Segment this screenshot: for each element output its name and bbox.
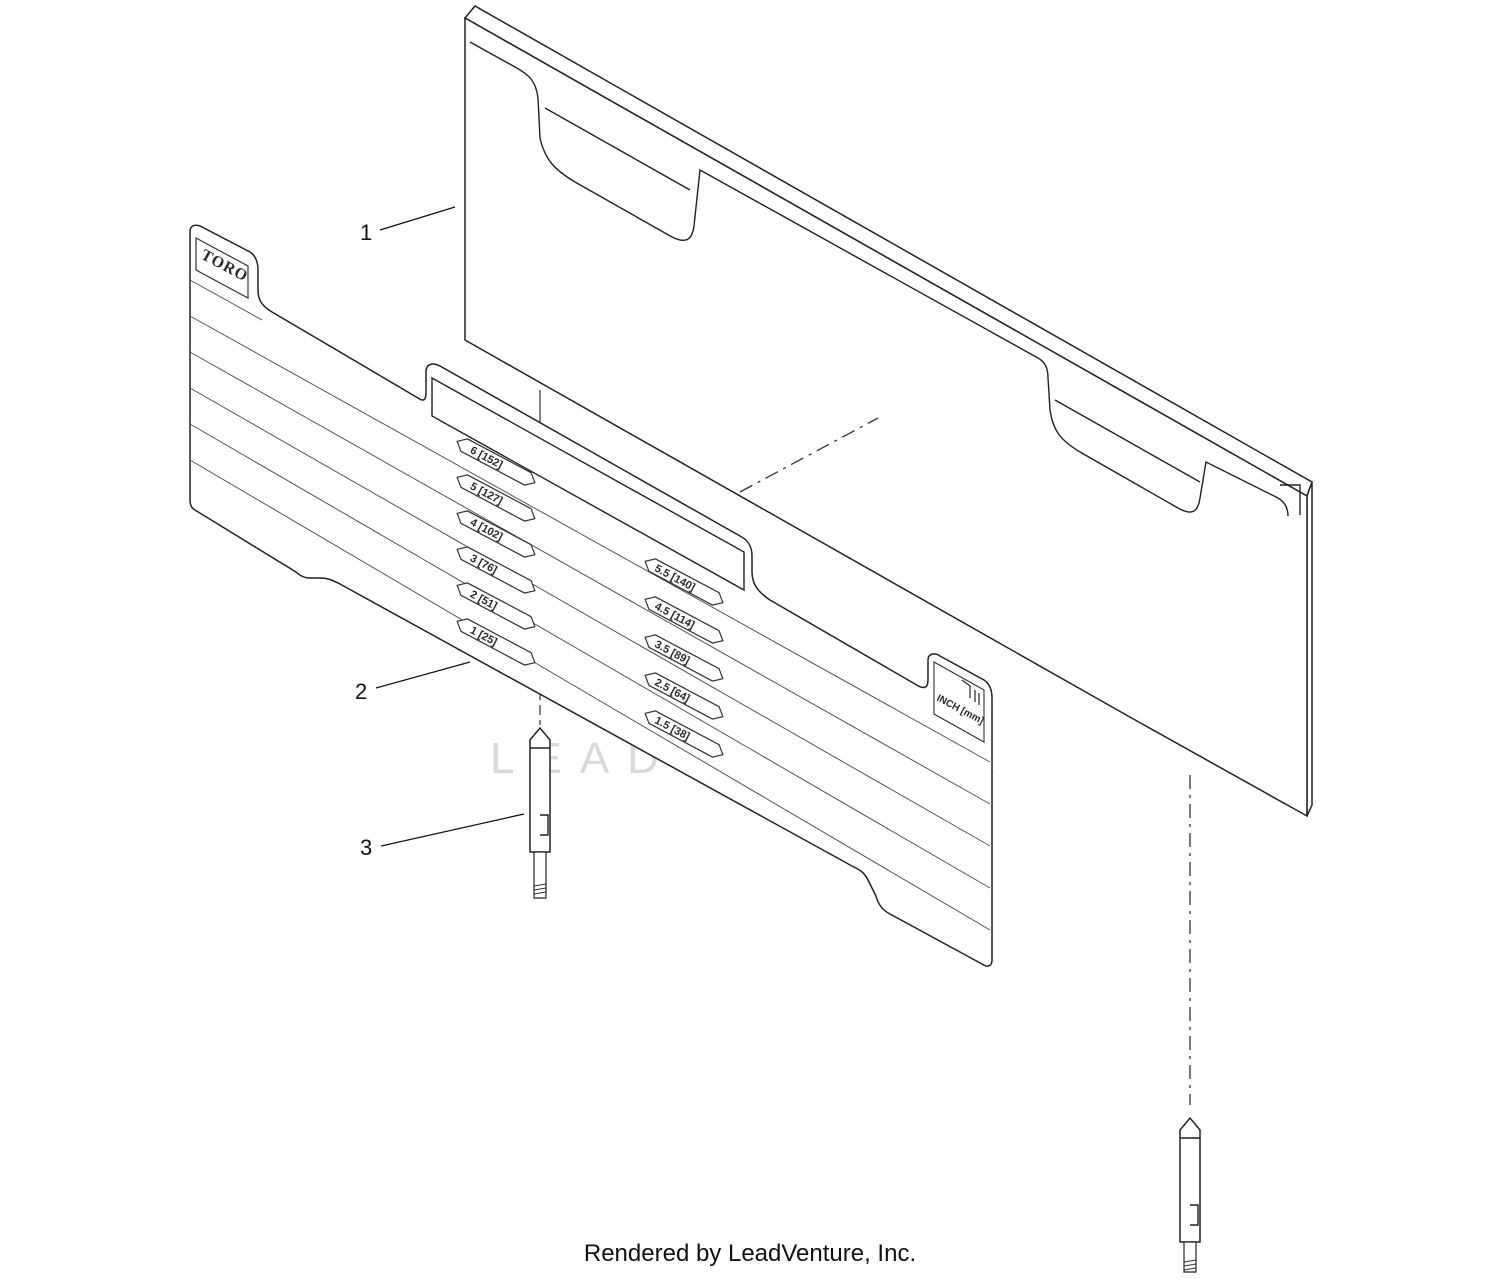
footer-credit: Rendered by LeadVenture, Inc. [583,1240,917,1267]
svg-text:1: 1 [360,220,372,245]
left-height-tags: 6 [152] 5 [127] 4 [102] 3 [76] 2 [51] 1 … [456,438,536,666]
part-1-panel [463,5,1313,818]
part-3-pin [529,726,551,899]
svg-text:3: 3 [360,835,372,860]
svg-text:2: 2 [355,679,367,704]
callout-3: 3 [360,813,525,860]
callout-1: 1 [360,206,456,245]
callout-2: 2 [355,661,471,704]
pin-lower [1179,1116,1201,1273]
unit-label-box: INCH [mm] [933,661,985,743]
part-2-decal: TORO 6 [152] 5 [127] 4 [102] 3 [76] [189,224,993,967]
